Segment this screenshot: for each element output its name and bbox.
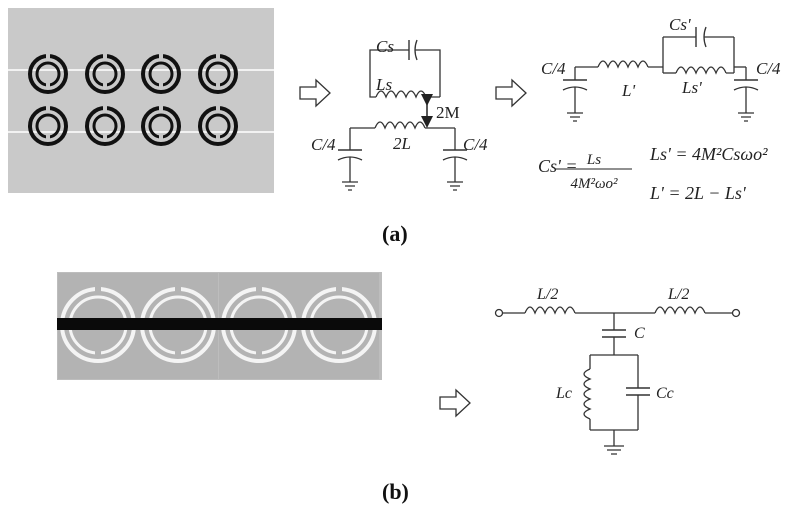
label-cc: Cc [656, 385, 674, 402]
split-ring-resonator [28, 104, 68, 146]
split-ring-resonator [85, 104, 125, 146]
split-ring-resonator [141, 52, 181, 94]
label-cs-prime: Cs' [669, 15, 691, 34]
arrow-icon [495, 78, 527, 108]
circuit-equivalent: Cs' L' Ls' C/4 C/4 [541, 15, 781, 122]
circuit-coupled-resonator: Cs Ls 2M 2L C/4 C/4 [311, 37, 488, 191]
split-ring-resonator [198, 52, 238, 94]
label-c4-right-2: C/4 [756, 59, 781, 78]
label-lc: Lc [555, 385, 572, 402]
label-c: C [634, 325, 645, 342]
circuit-t-network: L/2 L/2 C Lc Cc [494, 286, 741, 455]
arrow-icon [299, 78, 331, 108]
eq-cs-numerator: Ls [586, 152, 601, 168]
eq-cs-denominator: 4M²ωo² [570, 176, 618, 192]
panel-b: L/2 L/2 C Lc Cc (b) [57, 272, 741, 504]
ring-array-photo [8, 8, 274, 193]
caption-a: (a) [382, 221, 408, 246]
label-c4-left: C/4 [311, 135, 336, 154]
split-ring-resonator [85, 52, 125, 94]
eq-ls: Ls' = 4M²Csωo² [649, 144, 768, 164]
split-ring-resonator [141, 104, 181, 146]
eq-l: L' = 2L − Ls' [649, 183, 747, 203]
caption-b: (b) [382, 479, 409, 504]
label-l2-left: L/2 [536, 286, 558, 303]
label-l-prime: L' [621, 81, 635, 100]
label-c4-right: C/4 [463, 135, 488, 154]
equations: Cs' = Ls 4M²ωo² Ls' = 4M²Csωo² L' = 2L −… [538, 144, 768, 203]
eq-cs-lhs: Cs' = [538, 156, 578, 176]
label-cs: Cs [376, 37, 394, 56]
arrow-icon [439, 388, 471, 418]
ring-strip-photo [57, 272, 382, 380]
label-l2-right: L/2 [667, 286, 689, 303]
panel-a: Cs Ls 2M 2L C/4 C/4 [8, 8, 781, 246]
label-ls: Ls [375, 75, 392, 94]
label-ls-prime: Ls' [681, 78, 702, 97]
label-c4-left-2: C/4 [541, 59, 566, 78]
split-ring-resonator [198, 104, 238, 146]
split-ring-resonator [28, 52, 68, 94]
label-2l: 2L [393, 134, 411, 153]
label-2m: 2M [436, 103, 460, 122]
